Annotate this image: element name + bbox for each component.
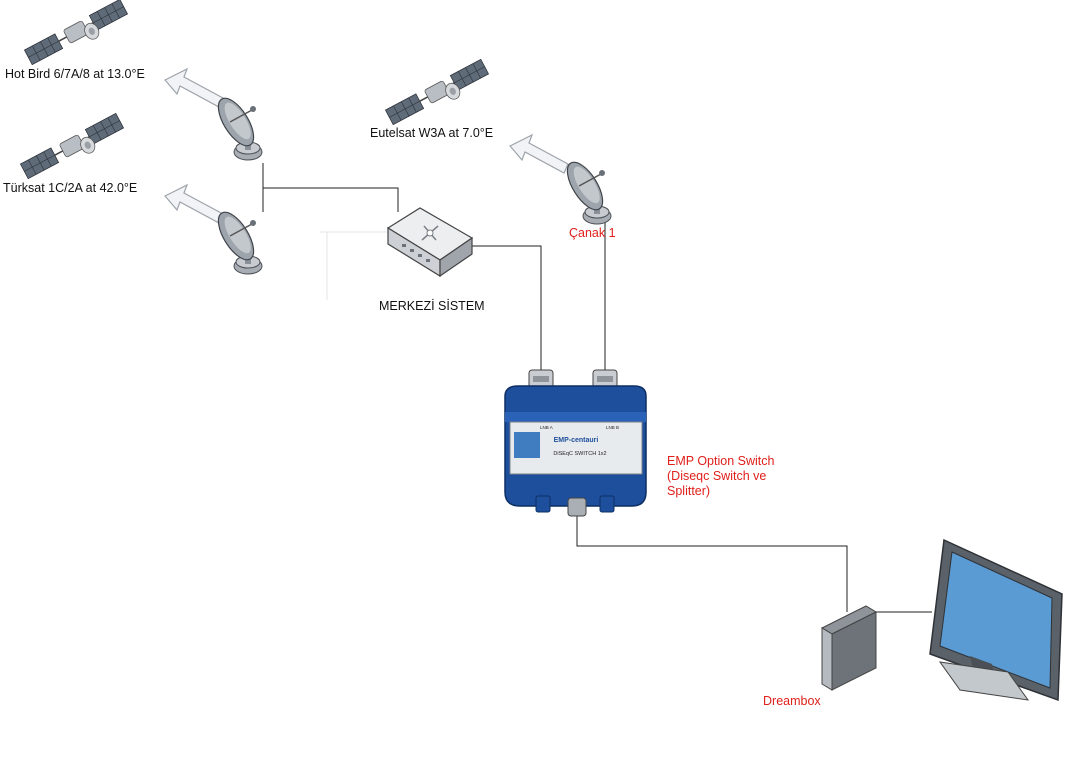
- cable-merkezi-to-emp: [470, 245, 542, 375]
- satellite-icon: [19, 112, 128, 186]
- satellite-dish-icon: [559, 155, 612, 225]
- label-emp-option-switch: EMP Option Switch (Diseqc Switch ve Spli…: [667, 454, 775, 498]
- label-hotbird: Hot Bird 6/7A/8 at 13.0°E: [5, 67, 145, 81]
- set-top-box-icon: [820, 605, 878, 691]
- device-brand: EMP-centauri: [554, 437, 599, 444]
- label-canak-1: Çanak 1: [569, 226, 616, 240]
- diseqc-switch-icon: EMP-centauri DiSEqC SWITCH 1x2 LNB A LNB…: [504, 369, 647, 517]
- device-port-a-label: LNB A: [540, 425, 553, 430]
- label-merkezi-sistem: MERKEZİ SİSTEM: [379, 299, 485, 313]
- network-switch-icon: [386, 207, 474, 278]
- device-model: DiSEqC SWITCH 1x2: [553, 451, 606, 457]
- satellite-dish-icon: [210, 91, 263, 161]
- label-dreambox: Dreambox: [763, 694, 821, 708]
- satellite-icon: [384, 58, 493, 132]
- direction-arrow-icon: [164, 68, 224, 108]
- cable-emp-to-dreambox: [576, 512, 848, 612]
- label-eutelsat: Eutelsat W3A at 7.0°E: [370, 126, 494, 140]
- cable-dishes-to-merkezi: [263, 187, 399, 212]
- satellite-icon: [23, 0, 132, 72]
- monitor-icon: [929, 538, 1063, 702]
- satellite-dish-icon: [210, 205, 263, 275]
- direction-arrow-icon: [164, 184, 224, 224]
- direction-arrow-icon: [509, 134, 569, 174]
- label-turksat: Türksat 1C/2A at 42.0°E: [3, 181, 138, 195]
- device-port-b-label: LNB B: [606, 425, 619, 430]
